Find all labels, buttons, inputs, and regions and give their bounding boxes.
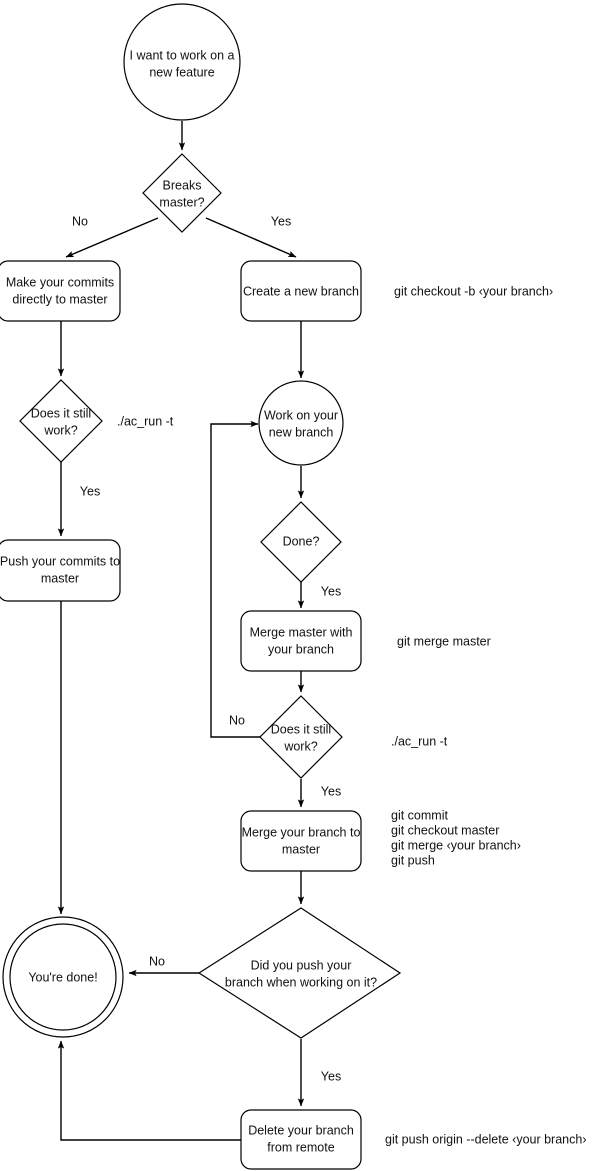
does-it-work-mid-label-line1: Does it still xyxy=(271,722,331,736)
annotation-left-test-cmd: ./ac_run -t xyxy=(117,414,174,428)
delete-branch-rect-shape xyxy=(240,1109,362,1170)
annotation-merge-branch-cmd-2: git checkout master xyxy=(391,823,499,837)
node-does-it-work-mid[interactable]: Does it still work? xyxy=(259,695,343,779)
start-circle-shape xyxy=(123,3,241,121)
delete-branch-label-line2: from remote xyxy=(267,1140,334,1154)
node-youre-done[interactable]: You're done! xyxy=(2,916,124,1038)
node-breaks-master[interactable]: Breaks master? xyxy=(142,153,222,233)
done-question-label: Done? xyxy=(283,534,320,548)
merge-master-label-line1: Merge master with xyxy=(250,625,353,639)
annotation-merge-master-cmd: git merge master xyxy=(397,634,491,648)
node-merge-master[interactable]: Merge master with your branch xyxy=(240,610,362,672)
did-you-push-label-line1: Did you push your xyxy=(251,958,352,972)
edge-label-breaks-no: No xyxy=(72,214,88,228)
does-it-work-mid-label-line2: work? xyxy=(283,739,317,753)
annotation-mid-test-cmd: ./ac_run -t xyxy=(391,734,448,748)
start-label-line1: I want to work on a xyxy=(130,48,235,62)
make-commits-rect-shape xyxy=(0,260,121,322)
node-create-branch[interactable]: Create a new branch xyxy=(240,260,362,322)
push-commits-label-line2: master xyxy=(41,571,79,585)
does-it-work-left-label-line2: work? xyxy=(43,423,77,437)
node-start[interactable]: I want to work on a new feature xyxy=(123,3,241,121)
edge-label-mid-work-no: No xyxy=(229,713,245,727)
push-commits-rect-shape xyxy=(0,539,121,602)
node-make-commits[interactable]: Make your commits directly to master xyxy=(0,260,121,322)
make-commits-label-line1: Make your commits xyxy=(6,275,114,289)
work-on-branch-label-line2: new branch xyxy=(269,425,334,439)
merge-branch-rect-shape xyxy=(240,810,362,872)
does-it-work-mid-diamond-shape xyxy=(259,695,343,779)
node-delete-branch[interactable]: Delete your branch from remote xyxy=(240,1109,362,1170)
annotation-create-branch-cmd: git checkout -b ‹your branch› xyxy=(394,284,553,298)
edge-breaks-yes-to-create-branch xyxy=(205,217,297,258)
youre-done-inner-circle-shape xyxy=(9,923,117,1031)
does-it-work-left-label-line1: Does it still xyxy=(31,406,91,420)
node-did-you-push[interactable]: Did you push your branch when working on… xyxy=(197,907,402,1039)
edge-label-done-yes: Yes xyxy=(321,584,341,598)
edge-label-breaks-yes: Yes xyxy=(271,214,291,228)
edges-layer xyxy=(57,121,305,1141)
does-it-work-left-diamond-shape xyxy=(19,379,103,463)
breaks-master-label-line2: master? xyxy=(159,195,204,209)
edge-label-mid-work-yes: Yes xyxy=(321,784,341,798)
did-you-push-label-line2: branch when working on it? xyxy=(225,975,377,989)
edge-label-push-yes: Yes xyxy=(321,1069,341,1083)
merge-branch-label-line1: Merge your branch to xyxy=(242,825,361,839)
node-push-commits[interactable]: Push your commits to master xyxy=(0,539,121,602)
breaks-master-diamond-shape xyxy=(142,153,222,233)
create-branch-label: Create a new branch xyxy=(243,284,359,298)
node-done-question[interactable]: Done? xyxy=(260,501,342,583)
work-on-branch-label-line1: Work on your xyxy=(264,408,338,422)
make-commits-label-line2: directly to master xyxy=(12,292,107,306)
start-label-line2: new feature xyxy=(149,65,214,79)
work-on-branch-circle-shape xyxy=(258,380,344,466)
merge-master-label-line2: your branch xyxy=(268,642,334,656)
annotation-merge-branch-cmd-3: git merge ‹your branch› xyxy=(391,838,521,852)
node-merge-branch[interactable]: Merge your branch to master xyxy=(240,810,362,872)
edge-breaks-no-to-make-commits xyxy=(65,217,159,258)
done-question-diamond-shape xyxy=(260,501,342,583)
merge-branch-label-line2: master xyxy=(282,842,320,856)
edge-label-left-work-yes: Yes xyxy=(80,484,100,498)
annotation-merge-branch-cmd-1: git commit xyxy=(391,808,448,822)
node-work-on-branch[interactable]: Work on your new branch xyxy=(258,380,344,466)
did-you-push-diamond-shape xyxy=(197,907,402,1039)
annotation-delete-branch-cmd: git push origin --delete ‹your branch› xyxy=(385,1132,587,1146)
edge-does-it-work-mid-no-loopback xyxy=(210,420,260,738)
edge-label-push-no: No xyxy=(149,954,165,968)
annotation-merge-branch-cmds: git commit git checkout master git merge… xyxy=(391,808,521,867)
annotation-merge-branch-cmd-4: git push xyxy=(391,853,435,867)
push-commits-label-line1: Push your commits to xyxy=(0,554,120,568)
edge-delete-branch-to-youre-done xyxy=(57,1040,241,1141)
breaks-master-label-line1: Breaks xyxy=(163,178,202,192)
create-branch-rect-shape xyxy=(240,260,362,322)
node-does-it-work-left[interactable]: Does it still work? xyxy=(19,379,103,463)
youre-done-label: You're done! xyxy=(28,970,97,984)
delete-branch-label-line1: Delete your branch xyxy=(248,1123,354,1137)
merge-master-rect-shape xyxy=(240,610,362,672)
